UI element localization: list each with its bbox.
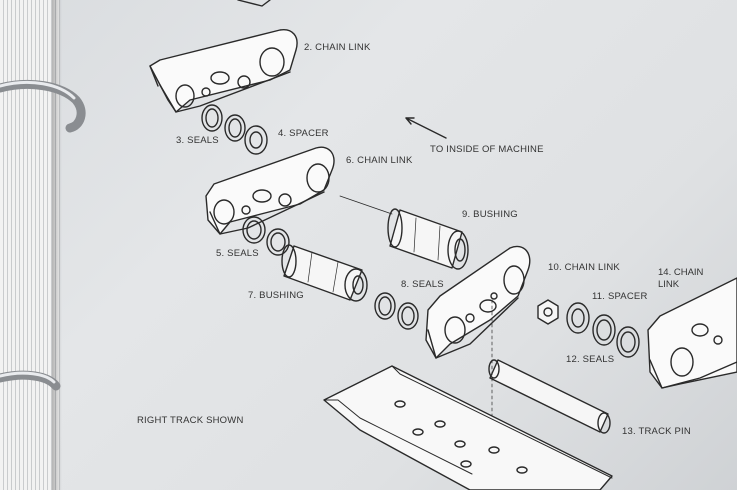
seal-8b <box>397 302 419 330</box>
label-seals-5: 5. SEALS <box>216 248 259 259</box>
label-direction-note: TO INSIDE OF MACHINE <box>430 144 544 155</box>
seal-5a <box>242 216 266 244</box>
label-spacer-4: 4. SPACER <box>278 128 329 139</box>
seal-8a <box>374 292 396 320</box>
label-chain-link-14: 14. CHAIN LINK <box>658 267 718 291</box>
track-pin-13 <box>488 359 611 434</box>
label-seals-12: 12. SEALS <box>566 354 615 365</box>
seal-3a <box>201 104 223 132</box>
seal-12a <box>592 314 616 346</box>
chain-link-2 <box>149 29 298 113</box>
bushing-9 <box>387 208 469 270</box>
seal-12b <box>616 326 640 358</box>
assembly-center-line <box>339 195 393 215</box>
spacer-4 <box>244 125 268 155</box>
label-spacer-11: 11. SPACER <box>592 291 648 302</box>
seal-3b <box>224 114 246 142</box>
caption-right-track: RIGHT TRACK SHOWN <box>137 415 244 426</box>
spacer-11 <box>566 302 590 334</box>
label-bushing-7: 7. BUSHING <box>248 290 304 301</box>
chain-link-14 <box>647 277 737 389</box>
label-seals-8: 8. SEALS <box>401 279 444 290</box>
page-shadow <box>52 0 62 490</box>
binder-ring-bottom <box>0 370 61 391</box>
bushing-7 <box>281 244 368 302</box>
top-link-fragment <box>237 0 271 7</box>
label-chain-link-2: 2. CHAIN LINK <box>304 42 371 53</box>
binder-ring-top <box>0 79 86 133</box>
hex-nut <box>537 299 559 325</box>
seal-5b <box>266 228 290 256</box>
label-bushing-9: 9. BUSHING <box>462 209 518 220</box>
track-shoe <box>323 365 613 490</box>
label-seals-3: 3. SEALS <box>176 135 219 146</box>
label-track-pin-13: 13. TRACK PIN <box>622 426 691 437</box>
label-chain-link-14-line1: 14. CHAIN <box>658 267 704 278</box>
chain-link-10 <box>425 245 531 359</box>
label-chain-link-6: 6. CHAIN LINK <box>346 155 413 166</box>
label-chain-link-14-line2: LINK <box>658 279 680 290</box>
label-chain-link-10: 10. CHAIN LINK <box>548 262 620 273</box>
direction-arrow <box>405 117 447 139</box>
chain-link-6 <box>205 146 335 235</box>
